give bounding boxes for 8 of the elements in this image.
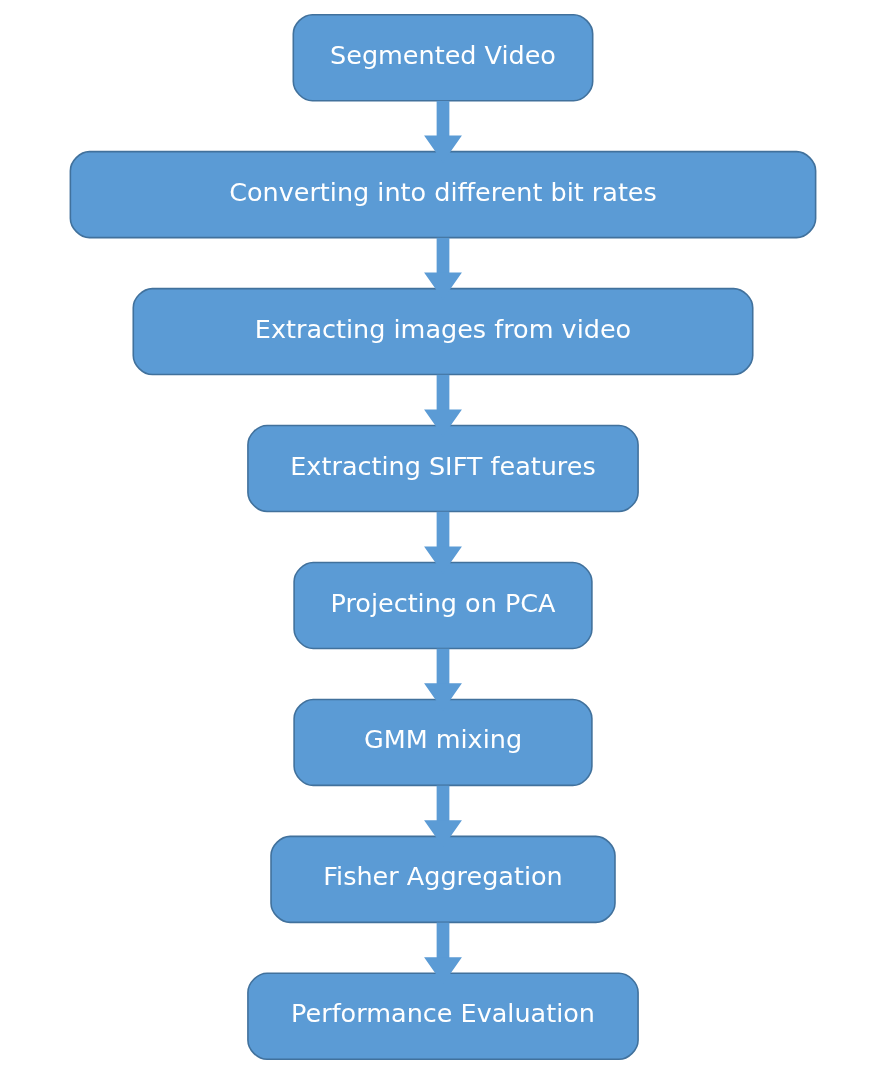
node-box: Converting into different bit rates [69, 150, 816, 239]
node-box: GMM mixing [292, 698, 593, 787]
node-box: Performance Evaluation [246, 972, 639, 1061]
node-box: Fisher Aggregation [269, 835, 616, 924]
node-box: Extracting images from video [131, 287, 754, 376]
node-box: Segmented Video [292, 13, 593, 102]
node-box: Projecting on PCA [292, 561, 593, 650]
node-box: Extracting SIFT features [246, 424, 639, 513]
